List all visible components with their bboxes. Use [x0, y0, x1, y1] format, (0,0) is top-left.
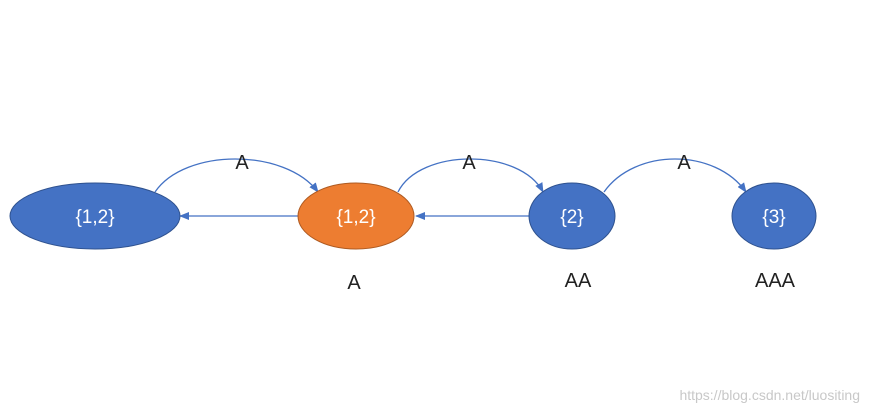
node-caption-n2: AA [565, 270, 592, 292]
node-caption-n1: A [347, 272, 361, 294]
state-node-n0[interactable]: {1,2} [9, 182, 181, 250]
state-node-n3[interactable]: {3} [731, 182, 817, 250]
edge-n1-to-n2 [397, 158, 544, 193]
state-node-shape [297, 182, 415, 250]
state-node-shape [528, 182, 616, 250]
edge-label-n0-n1: A [235, 152, 249, 174]
edge-n0-to-n1 [154, 158, 319, 193]
edge-n2-to-n3 [603, 158, 747, 193]
state-node-n2[interactable]: {2} [528, 182, 616, 250]
state-node-shape [731, 182, 817, 250]
node-caption-n3: AAA [755, 270, 796, 292]
edge-label-n1-n2: A [462, 152, 476, 174]
state-node-n1[interactable]: {1,2} [297, 182, 415, 250]
state-node-label: {1,2} [336, 207, 375, 228]
watermark-text: https://blog.csdn.net/luositing [679, 387, 860, 403]
state-node-shape [9, 182, 181, 250]
state-node-label: {2} [560, 207, 583, 228]
state-node-label: {1,2} [75, 207, 114, 228]
edge-label-n2-n3: A [677, 152, 691, 174]
state-node-label: {3} [762, 207, 785, 228]
